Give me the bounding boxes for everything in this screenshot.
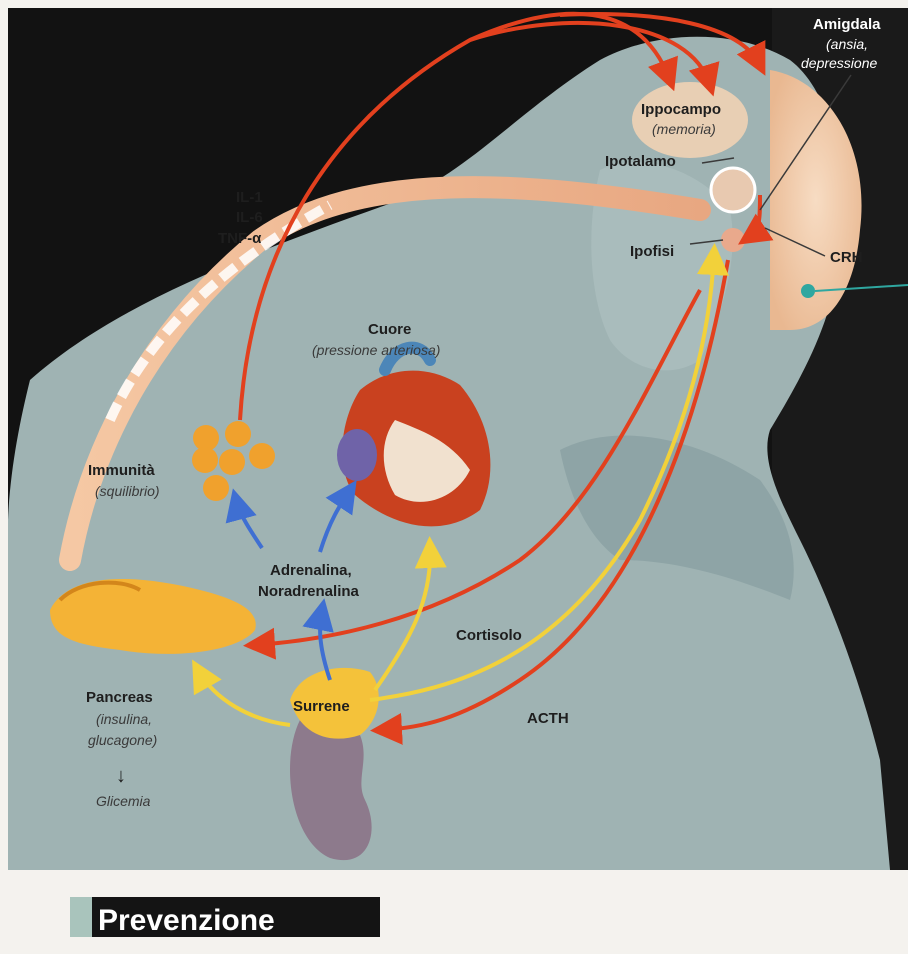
ippocampo-sub: (memoria) <box>652 121 716 137</box>
ipofisi-label: Ipofisi <box>630 243 674 260</box>
pituitary-region <box>721 228 745 252</box>
footer-accent <box>70 897 92 937</box>
pancreas-label: Pancreas <box>86 689 153 706</box>
pancreas-sub-1: (insulina, <box>96 711 152 727</box>
pancreas-sub-2: glucagone) <box>88 732 157 748</box>
immunita-label: Immunità <box>88 462 155 479</box>
il6-label: IL-6 <box>236 209 263 226</box>
amigdala-marker <box>801 284 815 298</box>
adrenalina-label-1: Adrenalina, <box>270 562 352 579</box>
glicemia-label: Glicemia <box>96 793 151 809</box>
amigdala-sub-2: depressione <box>801 55 877 71</box>
footer-title: Prevenzione <box>98 904 275 937</box>
ipotalamo-label: Ipotalamo <box>605 153 676 170</box>
amigdala-sub-1: (ansia, <box>826 36 868 52</box>
immunita-sub: (squilibrio) <box>95 483 160 499</box>
acth-label: ACTH <box>527 710 569 727</box>
surrene-label: Surrene <box>293 698 350 715</box>
hippocampus-region <box>632 82 748 158</box>
amigdala-label: Amigdala <box>813 16 881 33</box>
glicemia-arrow: ↓ <box>116 765 126 787</box>
il1-label: IL-1 <box>236 189 263 206</box>
adrenalina-label-2: Noradrenalina <box>258 583 360 600</box>
cuore-label: Cuore <box>368 321 411 338</box>
cuore-sub: (pressione arteriosa) <box>312 342 440 358</box>
tnf-label: TNF-α <box>218 230 262 247</box>
ippocampo-label: Ippocampo <box>641 101 721 118</box>
cortisolo-label: Cortisolo <box>456 627 522 644</box>
hypothalamus-region <box>711 168 755 212</box>
crh-label: CRH <box>830 249 863 266</box>
